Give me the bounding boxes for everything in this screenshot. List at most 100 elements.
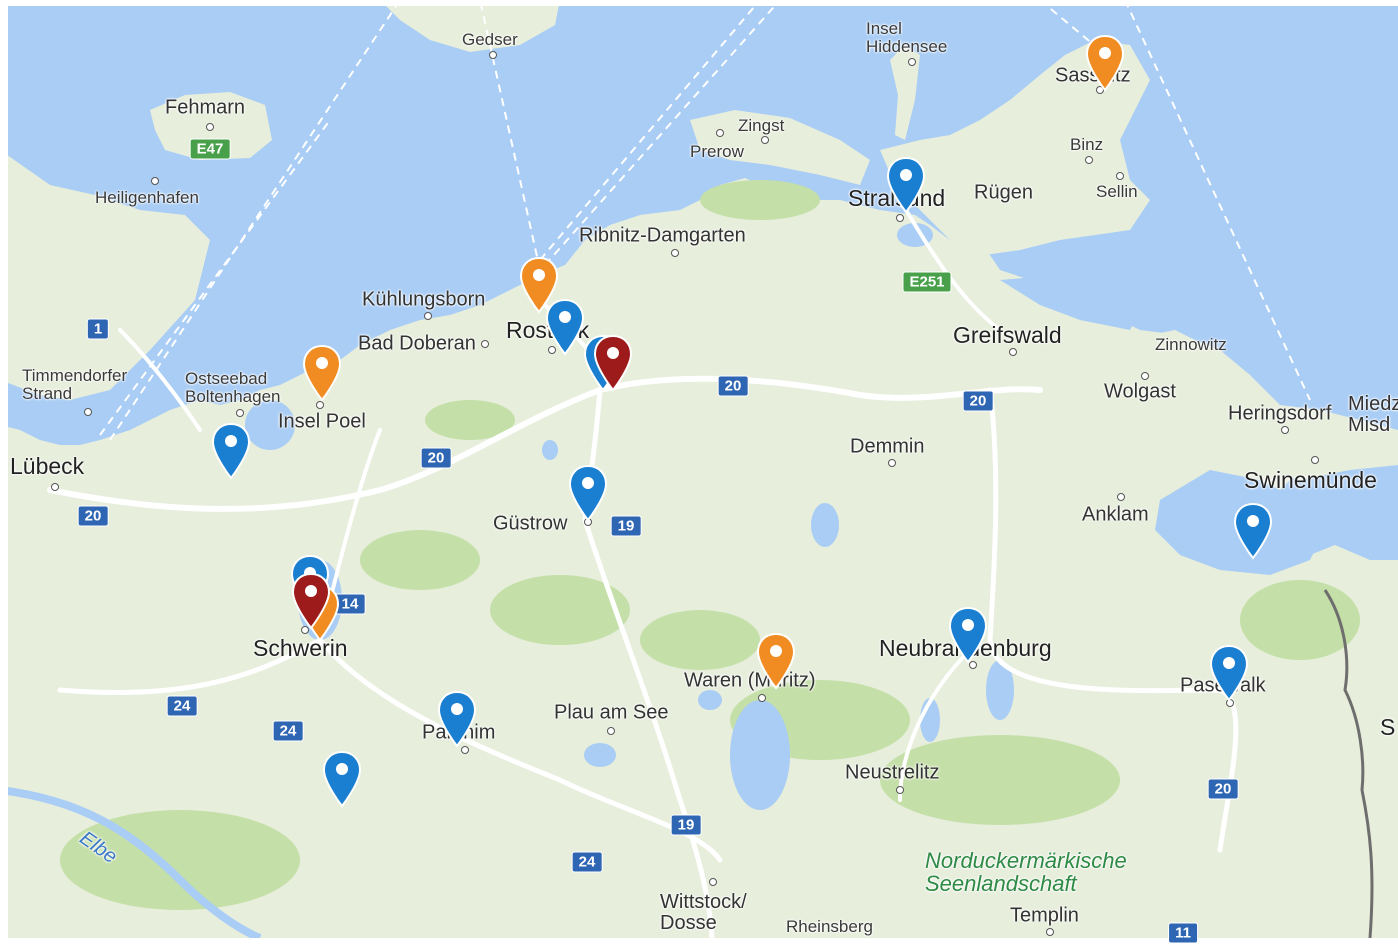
city-dot-stralsund xyxy=(896,214,904,222)
city-label-ruegen: Rügen xyxy=(974,181,1033,204)
pin-icon xyxy=(545,298,585,356)
city-dot-sellin xyxy=(1116,172,1124,180)
top-edge xyxy=(0,0,1398,6)
road-shield-a19a: 19 xyxy=(610,515,642,537)
city-dot-insel-poel xyxy=(316,401,324,409)
road-shield-a19b: 19 xyxy=(670,814,702,836)
left-edge xyxy=(0,0,8,938)
city-label-zingst: Zingst xyxy=(738,116,785,136)
map-marker-blue[interactable] xyxy=(885,156,927,214)
road-shield-a24a: 24 xyxy=(166,695,198,717)
city-dot-fehmarn xyxy=(206,123,214,131)
city-label-wittstock: Wittstock/ Dosse xyxy=(660,891,747,934)
map-marker-orange[interactable] xyxy=(518,256,560,314)
pin-icon xyxy=(211,422,251,480)
city-label-rheinsberg: Rheinsberg xyxy=(786,917,873,937)
map-marker-blue[interactable] xyxy=(1232,502,1274,560)
city-label-templin: Templin xyxy=(1010,904,1079,927)
city-dot-swinemuende xyxy=(1311,456,1319,464)
map-marker-blue[interactable] xyxy=(1208,644,1250,702)
city-label-sellin: Sellin xyxy=(1096,182,1138,202)
city-label-insel-hiddensee: Insel Hiddensee xyxy=(866,19,948,56)
map-marker-blue[interactable] xyxy=(567,464,609,522)
map-marker-blue[interactable] xyxy=(321,750,363,808)
pin-icon xyxy=(1209,644,1249,702)
map-marker-orange[interactable] xyxy=(301,344,343,402)
road-shield-a20a: 20 xyxy=(717,375,749,397)
pin-icon xyxy=(302,344,342,402)
road-shield-e47: E47 xyxy=(189,138,231,160)
pin-icon xyxy=(1233,502,1273,560)
pin-icon xyxy=(437,690,477,748)
city-dot-prerow xyxy=(761,136,769,144)
city-dot-ribnitz xyxy=(671,249,679,257)
city-label-greifswald: Greifswald xyxy=(953,321,1062,348)
pin-icon xyxy=(948,606,988,664)
city-dot-neustrelitz xyxy=(896,786,904,794)
danish-coast xyxy=(380,0,560,52)
city-dot-anklam xyxy=(1117,493,1125,501)
city-dot-bad-doberan xyxy=(481,340,489,348)
city-dot-plau xyxy=(607,727,615,735)
city-label-timmendorfer: Timmendorfer Strand xyxy=(22,366,128,403)
city-dot-neubrandenburg xyxy=(969,661,977,669)
zingst-peninsula xyxy=(690,110,870,185)
pin-icon xyxy=(568,464,608,522)
map-marker-blue[interactable] xyxy=(436,690,478,748)
hiddensee-island xyxy=(890,45,920,140)
map-marker-darkred[interactable] xyxy=(592,334,634,392)
city-label-neustrelitz: Neustrelitz xyxy=(845,761,940,784)
city-label-gedser: Gedser xyxy=(462,30,518,50)
map-marker-blue[interactable] xyxy=(947,606,989,664)
road-shield-a14: 14 xyxy=(334,593,366,615)
poland-border xyxy=(1323,589,1374,939)
city-dot-sassnitz xyxy=(1096,86,1104,94)
city-label-miedz: Miedz Misd xyxy=(1348,393,1398,436)
city-label-binz: Binz xyxy=(1070,135,1104,155)
city-dot-parchim xyxy=(461,746,469,754)
map-marker-orange[interactable] xyxy=(1084,34,1126,92)
city-dot-binz xyxy=(1085,156,1093,164)
road-shield-a11: 11 xyxy=(1168,922,1198,944)
road-shield-a1: 1 xyxy=(86,318,110,340)
pin-icon xyxy=(322,750,362,808)
city-dot-templin xyxy=(1046,928,1054,936)
city-dot-zingst xyxy=(716,129,724,137)
city-dot-wittstock xyxy=(709,878,717,886)
road-shield-a24b: 24 xyxy=(272,720,304,742)
road-shield-a20d: 20 xyxy=(77,505,109,527)
ferry-routes xyxy=(99,0,1311,441)
road-shield-e251: E251 xyxy=(902,271,952,293)
city-dot-zinnowitz xyxy=(1141,372,1149,380)
holstein-land xyxy=(0,150,210,400)
city-dot-greifswald xyxy=(1009,348,1017,356)
city-dot-gedser xyxy=(489,51,497,59)
city-label-bad-doberan: Bad Doberan xyxy=(358,332,476,355)
city-dot-ostseebad xyxy=(236,409,244,417)
city-label-insel-poel: Insel Poel xyxy=(278,410,366,433)
city-label-heiligenhafen: Heiligenhafen xyxy=(95,188,199,208)
map-marker-orange[interactable] xyxy=(755,632,797,690)
lakes xyxy=(245,223,1014,810)
city-dot-rostock xyxy=(548,346,556,354)
map-marker-darkred[interactable] xyxy=(290,572,332,630)
city-label-plau: Plau am See xyxy=(554,701,669,724)
ruegen-island xyxy=(880,40,1150,255)
city-dot-luebeck xyxy=(51,483,59,491)
map-marker-blue[interactable] xyxy=(544,298,586,356)
city-label-ribnitz: Ribnitz-Damgarten xyxy=(579,224,746,247)
city-dot-waren xyxy=(758,694,766,702)
city-dot-insel-hiddensee xyxy=(908,58,916,66)
city-label-kuehlungsborn: Kühlungsborn xyxy=(362,288,486,311)
road-shield-a20e: 20 xyxy=(1207,778,1239,800)
city-label-guestrow: Güstrow xyxy=(493,512,568,535)
city-label-fehmarn: Fehmarn xyxy=(165,96,246,119)
pin-icon xyxy=(291,572,331,630)
pin-icon xyxy=(519,256,559,314)
city-label-wolgast: Wolgast xyxy=(1104,380,1176,403)
map-marker-blue[interactable] xyxy=(210,422,252,480)
usedom-island xyxy=(1140,330,1398,480)
city-label-prerow: Prerow xyxy=(690,142,744,162)
